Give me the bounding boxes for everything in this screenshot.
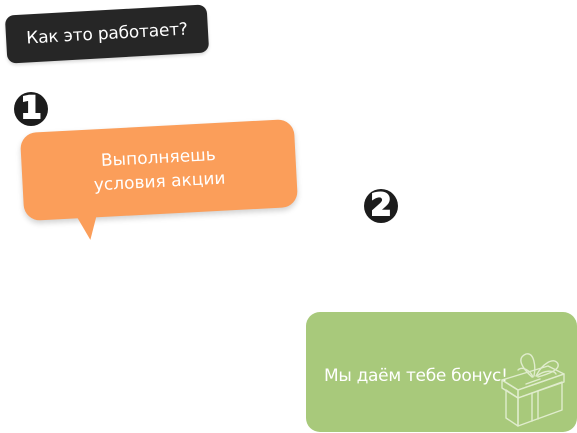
section-title: Как это работает? [25, 19, 189, 49]
step-1-marker: 1 [14, 92, 48, 126]
step-1-speech-bubble: Выполняешь условия акции [19, 118, 299, 242]
step-2-text: Мы даём тебе бонус! [324, 366, 508, 386]
step-2-marker: 2 [364, 189, 398, 223]
step-2-number: 2 [370, 188, 393, 223]
step-2-disc [364, 189, 398, 223]
step-1-text: Выполняешь условия акции [20, 119, 298, 221]
section-title-pill: Как это работает? [4, 4, 210, 64]
step-2-card: Мы даём тебе бонус! [306, 312, 577, 432]
gift-icon [501, 353, 565, 427]
step-1-disc [14, 92, 48, 126]
step-1-number: 1 [20, 91, 43, 126]
